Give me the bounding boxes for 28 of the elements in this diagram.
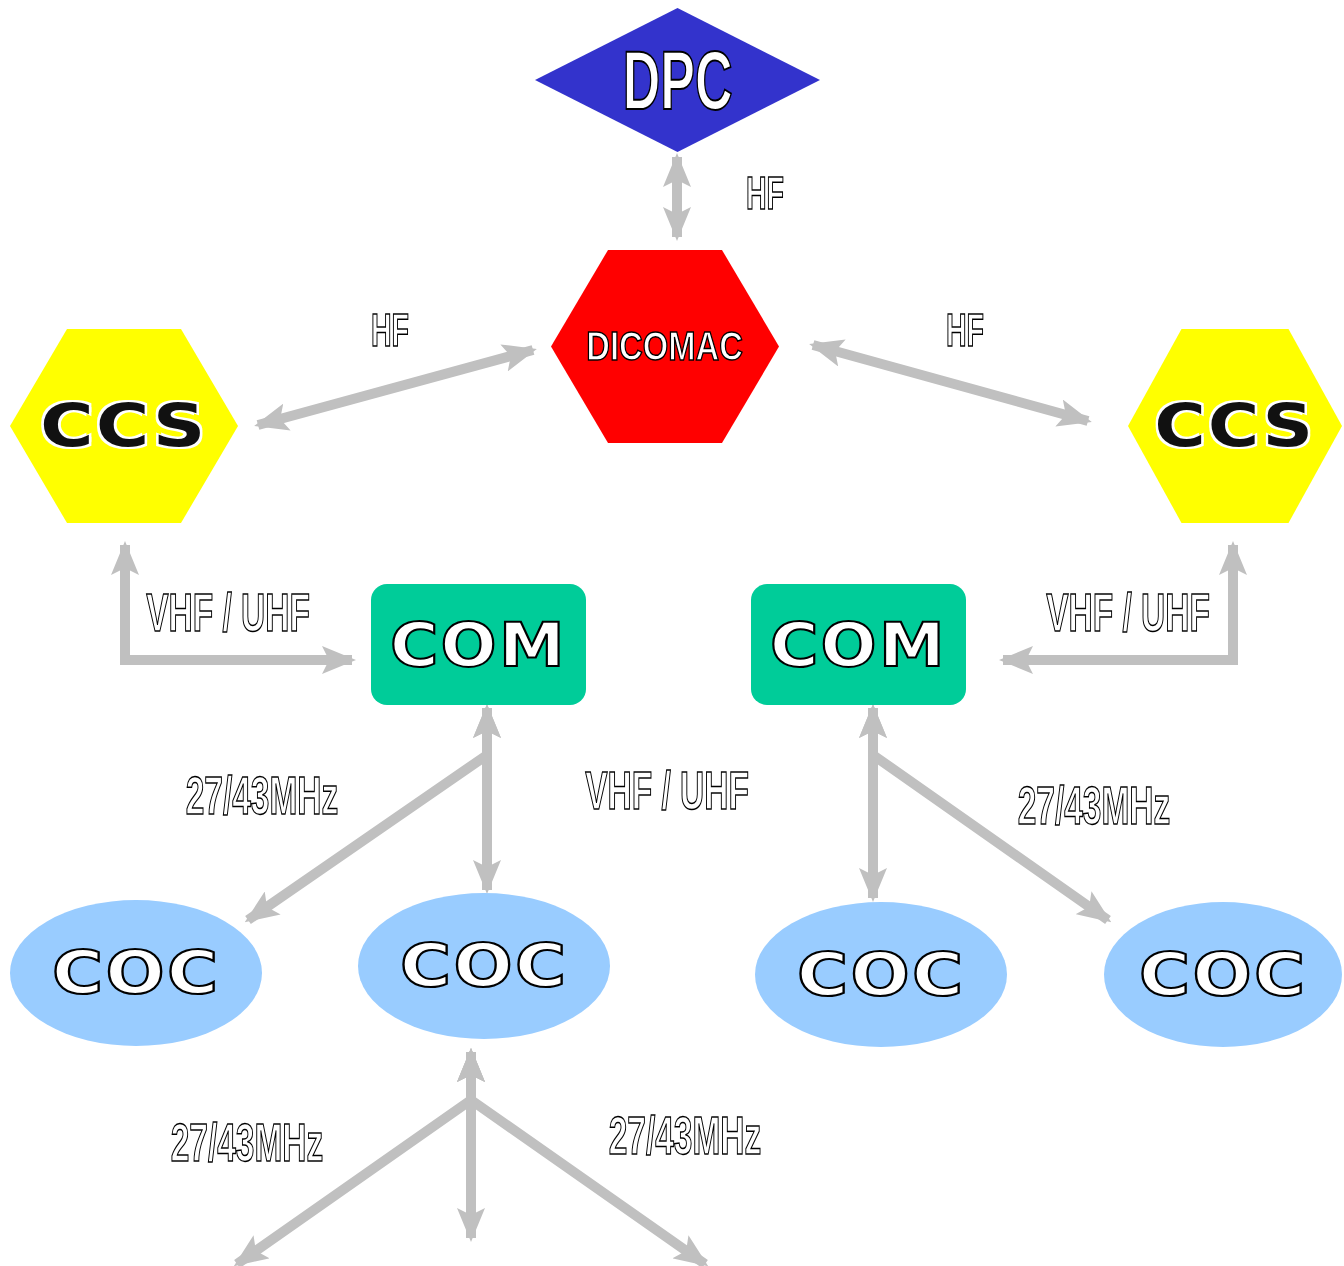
double-arrow [254,344,537,431]
node-label: DICOMAC [586,324,744,369]
hexagon-node [551,250,779,443]
ellipse-node [1104,902,1342,1047]
node-label: COM [390,609,567,680]
ellipse-node [10,900,262,1046]
double-arrow [111,541,356,674]
node-label: COC [1138,940,1308,1009]
double-arrow [663,153,691,241]
node-label: COC [399,932,569,1000]
double-arrow [859,704,1112,925]
node-label: DPC [622,31,733,129]
double-arrow [457,1048,709,1266]
ellipse-node [755,902,1007,1047]
node-label: CCS [1154,392,1316,460]
node-label: COC [51,939,221,1007]
node-label: COM [770,609,947,680]
rounded-box-node [371,584,586,705]
double-arrow [809,339,1092,427]
ellipse-node [358,893,610,1039]
node-label: CCS [40,392,208,460]
double-arrow [473,704,501,894]
hexagon-node [10,329,238,523]
rounded-box-node [751,584,966,705]
diamond-node [535,8,820,152]
hexagon-node [1128,329,1342,523]
double-arrow [999,541,1247,674]
node-label: COC [796,940,966,1009]
